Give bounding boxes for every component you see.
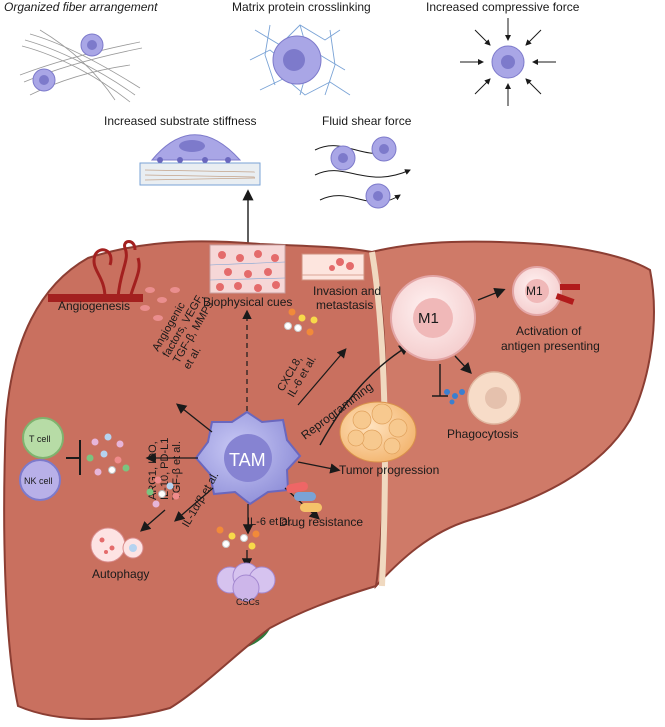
angiogenesis-label: Angiogenesis [58, 299, 130, 313]
reprogramming-arrow [319, 344, 411, 446]
compressive-force-illustration [460, 18, 556, 106]
t-cell [22, 417, 64, 459]
cscs-icon [216, 562, 276, 602]
compressive-label: Increased compressive force [426, 0, 580, 14]
m1-small-label: M1 [526, 284, 543, 298]
il1-dots [146, 476, 180, 508]
stiffness-label: Increased substrate stiffness [104, 114, 257, 128]
nk-cell-label: NK cell [24, 476, 53, 486]
falciform-ligament [369, 251, 388, 587]
matrix-label: Matrix protein crosslinking [232, 0, 371, 14]
m1-main-label: M1 [418, 310, 439, 327]
arrow-to-phagocytosis [454, 355, 472, 375]
cxcl-dots [284, 308, 318, 336]
tam-output-arrows [145, 403, 341, 535]
invasion-icon [301, 253, 365, 281]
tam-label: TAM [229, 450, 266, 470]
angiogenesis-vessel [48, 294, 143, 302]
tumor-progression-label: Tumor progression [339, 463, 439, 477]
drug-resistance-label: Drug resistance [279, 515, 363, 529]
liver-left-lobe [3, 240, 386, 720]
svg-text:TGF-β et al.: TGF-β et al. [171, 441, 183, 500]
autophagy-label: Autophagy [92, 567, 149, 581]
m1-cell-main [390, 275, 476, 361]
matrix-crosslinking-illustration [249, 24, 351, 96]
m1-inhibition-bar [432, 364, 448, 397]
fiber-label: Organized fiber arrangement [4, 0, 158, 14]
cscs-label: CSCs [236, 597, 260, 607]
nk-cell [19, 459, 61, 501]
phagocytosis-cell [467, 371, 521, 425]
t-cell-label: T cell [29, 434, 50, 444]
shear-label: Fluid shear force [322, 114, 412, 128]
il6-label: IL-6 et al. [247, 516, 293, 528]
tumor-mass [339, 401, 417, 463]
invasion-label-1: Invasion and [313, 284, 381, 298]
phagocytosis-particles [444, 389, 465, 405]
arrow-to-m1-small [477, 287, 506, 301]
inhibition-bar [66, 440, 81, 475]
substrate-stiffness-illustration [139, 134, 261, 186]
biophysical-tissue-icon [209, 244, 286, 294]
arrow-to-invasion [297, 348, 347, 406]
activation-label-2: antigen presenting [501, 339, 600, 353]
il6-dots [216, 526, 260, 550]
activation-label-1: Activation of [516, 324, 582, 338]
angiogenic-factors-dots [140, 287, 180, 321]
immune-factor-dots [86, 433, 130, 476]
phagocytosis-label: Phagocytosis [447, 427, 518, 441]
autophagy-icon [90, 527, 144, 563]
shear-force-illustration [314, 136, 411, 209]
arrow-to-autophagy [140, 509, 166, 532]
tam-cell [194, 410, 302, 506]
invasion-label-2: metastasis [316, 298, 373, 312]
biophysical-label: Biophysical cues [203, 295, 292, 309]
pill-icons [286, 481, 322, 512]
fiber-arrangement-illustration [19, 29, 143, 103]
m1-cell-small [512, 266, 580, 316]
